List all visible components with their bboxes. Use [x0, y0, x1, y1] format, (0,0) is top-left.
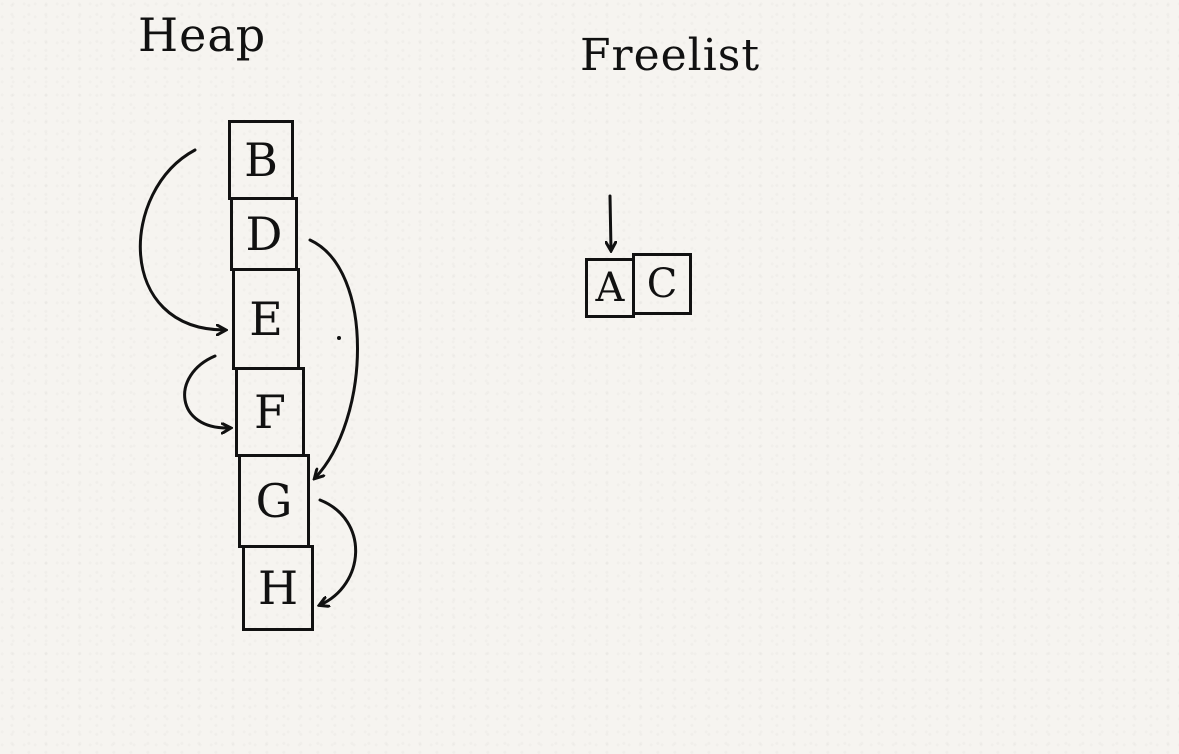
heap-cell-label: B [244, 133, 278, 187]
freelist-cell-label: A [595, 265, 625, 311]
heap-cell-label: H [257, 561, 299, 615]
freelist-cell-a: A [585, 258, 635, 318]
heap-cell-d: D [230, 197, 298, 271]
heap-cell-label: G [255, 474, 293, 528]
heap-cell-label: E [249, 292, 283, 346]
heap-cell-f: F [235, 367, 305, 457]
heap-cell-h: H [242, 545, 314, 631]
arrow-g-to-h [320, 498, 358, 605]
arrow-b-to-e [138, 148, 225, 330]
freelist-title: Freelist [580, 30, 761, 81]
arrow-e-to-f [183, 354, 230, 428]
freelist-cell-label: C [646, 261, 678, 307]
heap-cell-label: D [245, 207, 283, 261]
heap-cell-label: F [254, 385, 286, 439]
arrow-freelist-head [610, 194, 611, 250]
pen-dot [337, 336, 341, 340]
freelist-cell-c: C [632, 253, 692, 315]
arrow-d-to-g [308, 238, 359, 478]
heap-title: Heap [138, 8, 267, 62]
